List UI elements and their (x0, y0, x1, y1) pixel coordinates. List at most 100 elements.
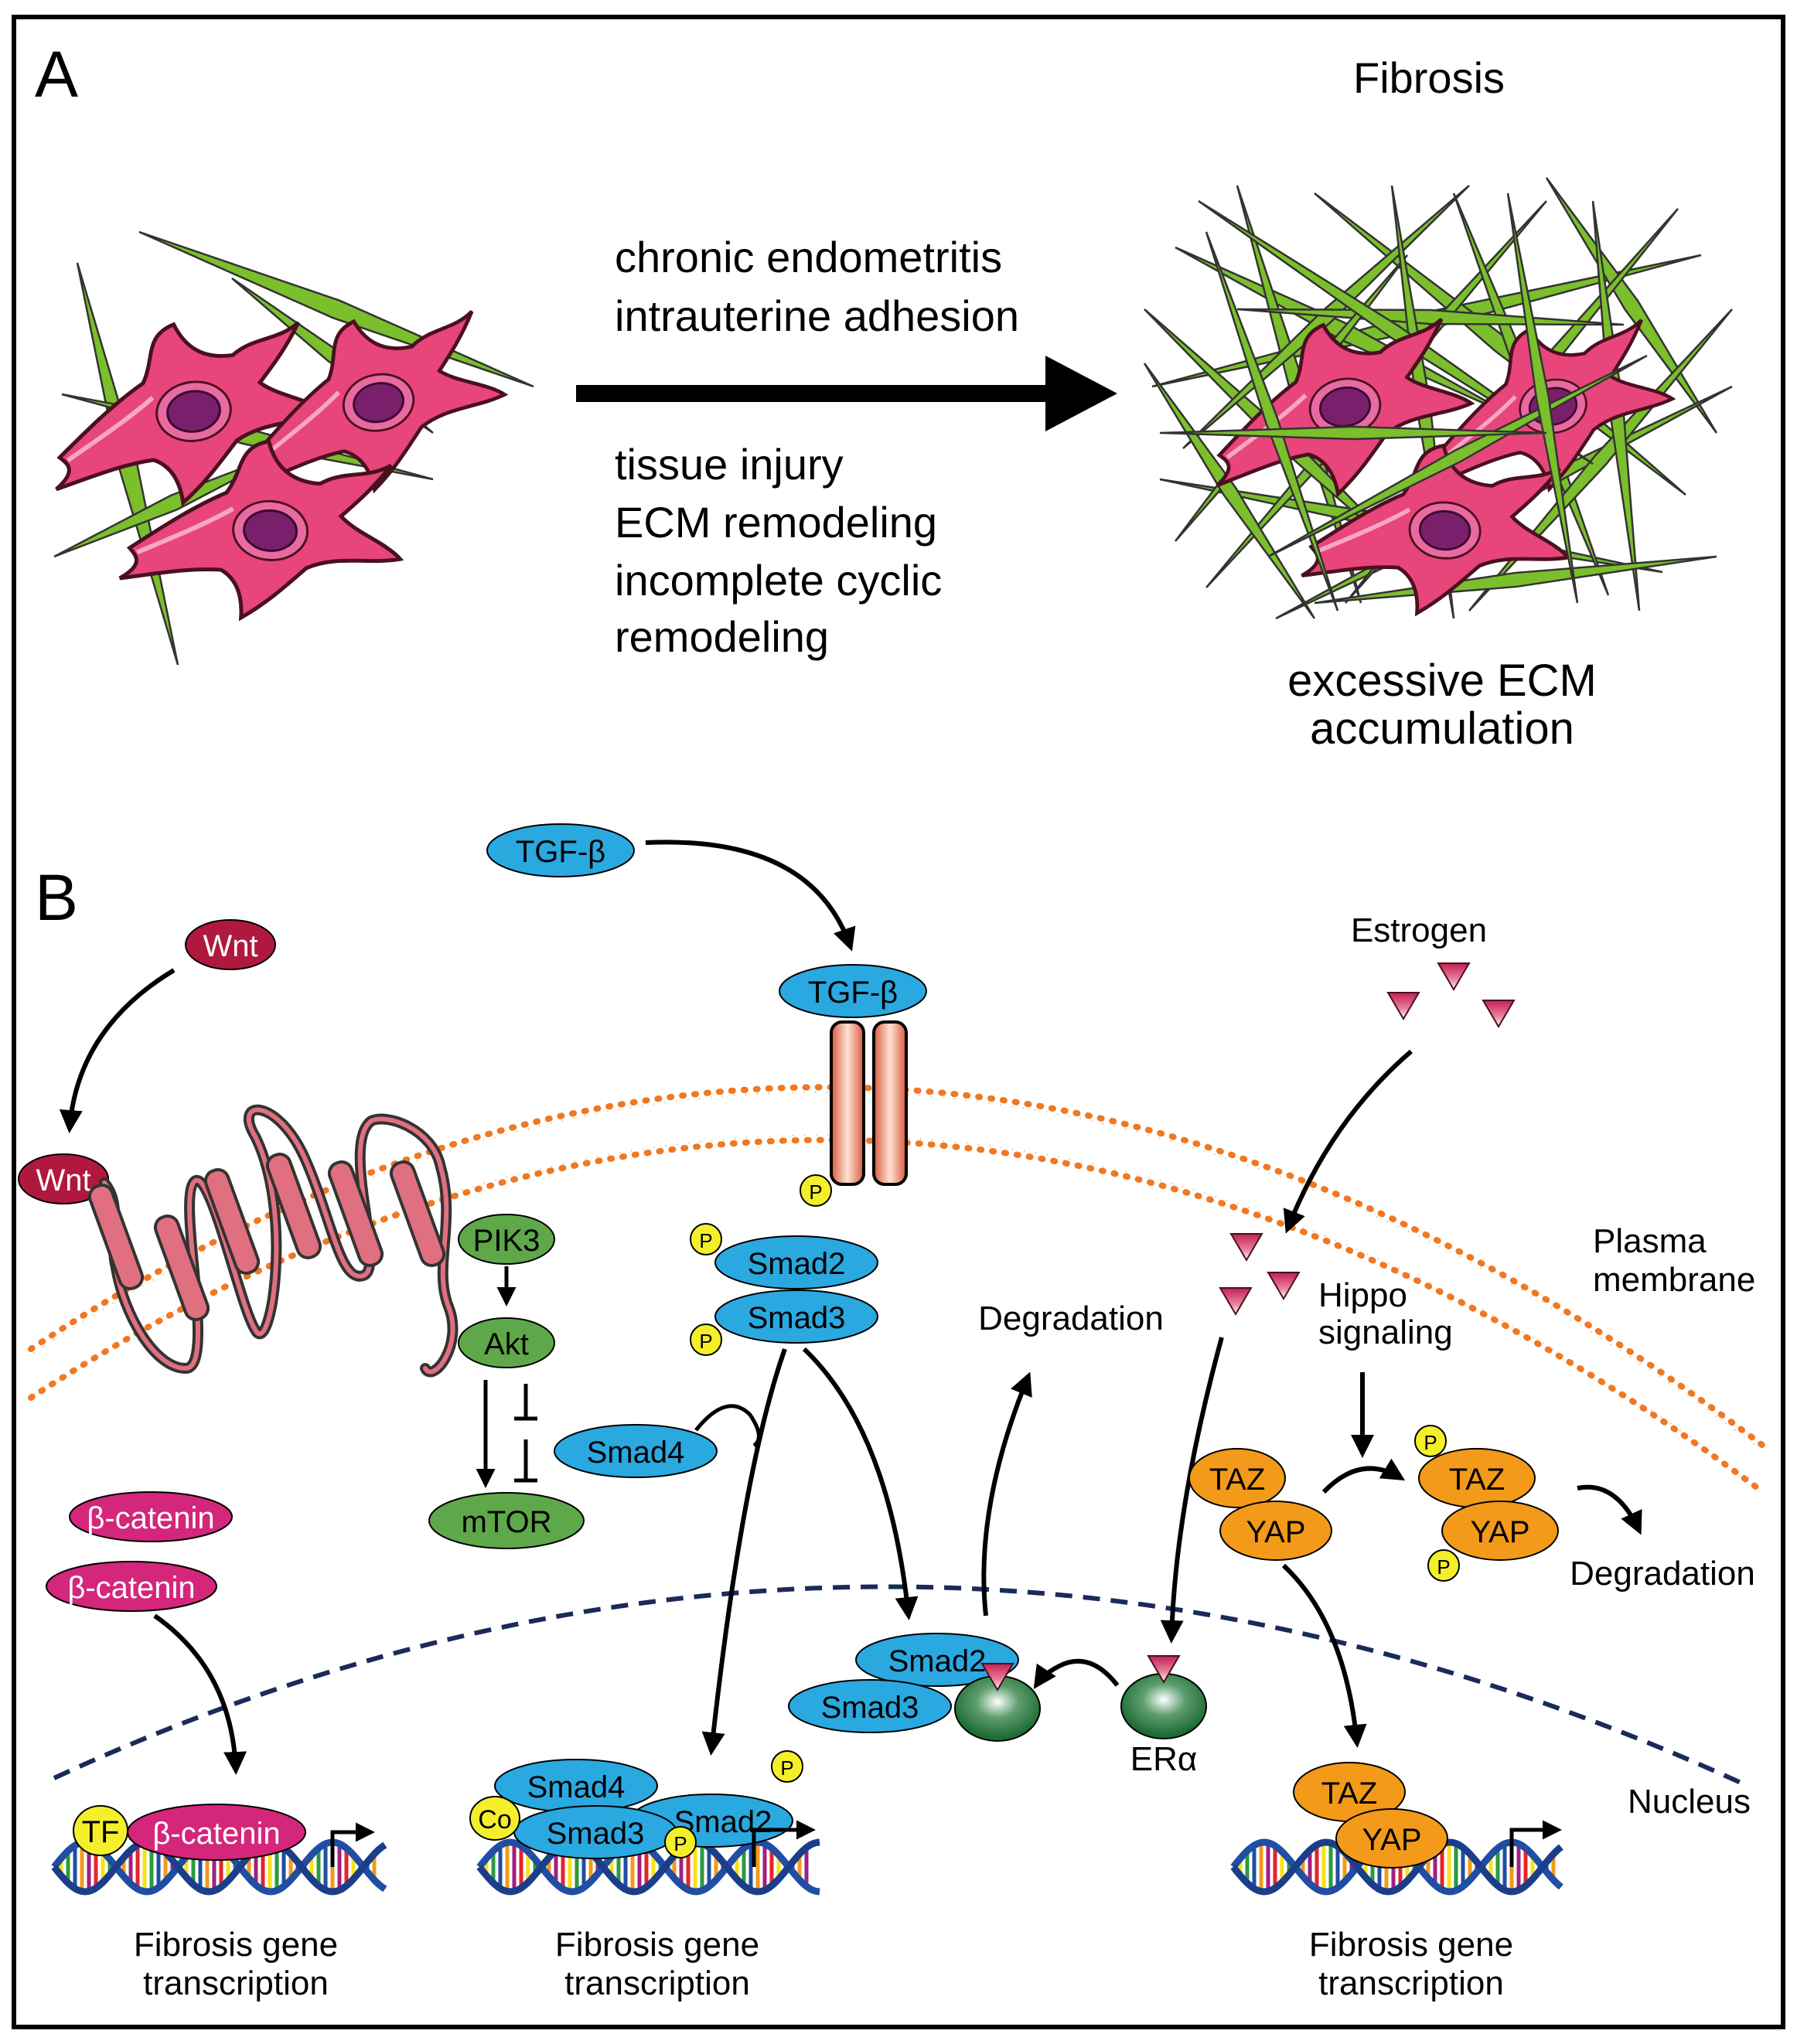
progression-arrow (576, 356, 1117, 431)
beta-catenin-1 (69, 1491, 233, 1542)
degradation-right-label: Degradation (1570, 1555, 1755, 1593)
dna-helix-mid (476, 1838, 820, 1896)
smad-to-dna-arrow (701, 1347, 787, 1756)
yap-dna-node (1335, 1808, 1448, 1869)
yap-translocation-arrow (1281, 1563, 1367, 1748)
transcription-left-2: transcription (143, 1964, 329, 2002)
wnt-ligand-bound (18, 1153, 109, 1204)
tss-arrow-right (1509, 1820, 1562, 1867)
collagen-fiber (1506, 192, 1579, 604)
dna-strand (476, 1838, 820, 1896)
estrogen-cytoplasm-2 (1219, 1287, 1252, 1315)
cell-highlight (66, 396, 155, 462)
tgf-receptor-subunit-1 (830, 1020, 865, 1186)
fibroblast-cell (251, 310, 509, 494)
tgf-ligand (486, 823, 635, 877)
mtor-node (428, 1492, 585, 1549)
hippo-phosphorylation-arrow (1321, 1458, 1406, 1494)
smad2-nuclear-label: Smad2 (888, 1644, 987, 1678)
panel-b-label: B (35, 861, 78, 934)
smad3-dna-label: Smad3 (547, 1817, 645, 1851)
smad4-cytoplasm-label: Smad4 (587, 1436, 685, 1470)
receptor-phospho-label: P (809, 1180, 822, 1204)
smad3-cytoplasm-label: Smad3 (748, 1301, 846, 1335)
smad3-cytoplasm (714, 1289, 878, 1344)
taz-node (1188, 1448, 1286, 1508)
smad2-dna-phospho-label: P (780, 1756, 793, 1780)
plasma-membrane-label-2: membrane (1593, 1261, 1755, 1299)
yap-label: YAP (1246, 1515, 1305, 1549)
frizzled-helix (389, 1160, 446, 1267)
smad2-phospho (690, 1223, 722, 1255)
beta-catenin-dna (127, 1804, 306, 1861)
tgf-receptor-subunit-2 (872, 1020, 908, 1186)
transcription-left-1: Fibrosis gene (134, 1926, 338, 1964)
mtor-label: mTOR (461, 1505, 551, 1539)
smad2-nuclear (855, 1633, 1019, 1687)
yap-phospho-label: P (1437, 1555, 1450, 1579)
er-alpha-label: ERα (1130, 1740, 1198, 1778)
fibroblast-cell (1301, 443, 1572, 617)
beta-catenin-translocation-arrow (153, 1613, 247, 1775)
smad4-cytoplasm (554, 1424, 718, 1478)
tgf-receptor-ligand (779, 964, 927, 1018)
tgf-binding-arrow (645, 840, 856, 952)
taz-dna-label: TAZ (1321, 1777, 1378, 1811)
beta-catenin-dna-label: β-catenin (152, 1817, 280, 1851)
collagen-fiber (1159, 425, 1547, 441)
transcription-mid-2: transcription (564, 1964, 750, 2002)
cell-highlight (1441, 395, 1517, 460)
collagen-fiber (1236, 308, 1625, 326)
arrow-bottom-line-2: ECM remodeling (615, 498, 937, 547)
smad2-cytoplasm-label: Smad2 (748, 1247, 846, 1281)
collagen-fiber (1267, 354, 1648, 558)
hippo-label-1: Hippo (1318, 1276, 1407, 1314)
arrow-bottom-line-3: incomplete cyclic (615, 556, 942, 605)
frizzled-helix (265, 1153, 322, 1259)
estrogen-cytoplasm-3 (1267, 1272, 1300, 1300)
smad2-dna-phospho (771, 1750, 803, 1783)
arrow-top-line-1: chronic endometritis (615, 233, 1002, 281)
estrogen-to-er-arrow (1160, 1337, 1224, 1644)
taz-degradation-arrow (1577, 1484, 1642, 1535)
smad3-phospho-label: P (699, 1330, 712, 1353)
tgf-ligand-label: TGF-β (516, 835, 605, 869)
taz-phospho-label: P (1424, 1431, 1437, 1454)
ecm-fibers-right-overlay (1159, 192, 1648, 611)
panel-a-label: A (35, 38, 78, 111)
smad2-cytoplasm (714, 1235, 878, 1289)
yap-dna-label: YAP (1362, 1823, 1421, 1857)
smad4-dna-label: Smad4 (527, 1770, 626, 1804)
fibroblasts-left (55, 310, 509, 622)
estrogen-cytoplasm-1 (1230, 1233, 1263, 1261)
pik3-node (458, 1214, 555, 1265)
cell-nucleus (1418, 509, 1471, 551)
cell-nucleus (243, 509, 298, 552)
transcription-right-2: transcription (1318, 1964, 1504, 2002)
dna-strand (1230, 1838, 1563, 1896)
frizzled-helix (203, 1168, 261, 1275)
wnt-ligand-free (185, 919, 276, 970)
fibroblast-cell (118, 439, 404, 622)
tss-arrow-left (330, 1822, 375, 1867)
akt-node (458, 1317, 555, 1368)
smad-to-nucleus-arrow (802, 1347, 919, 1620)
estrogen-entry-arrow (1283, 1049, 1413, 1234)
er-to-smad-arrow (1033, 1658, 1120, 1689)
yap-phospho (1427, 1549, 1460, 1582)
beta-catenin-2-label: β-catenin (67, 1571, 195, 1605)
smad3-nuclear (788, 1679, 952, 1733)
receptor-phospho (800, 1174, 832, 1207)
degradation-mid-label: Degradation (978, 1300, 1164, 1337)
estrogen-molecule-2 (1387, 992, 1420, 1020)
frizzled-receptor (99, 1104, 459, 1378)
estrogen-molecule-1 (1437, 962, 1470, 990)
smad2-phospho-label: P (699, 1229, 712, 1252)
tgf-receptor-ligand-label: TGF-β (808, 976, 898, 1010)
beta-catenin-1-label: β-catenin (87, 1501, 214, 1535)
yap-p-label: YAP (1470, 1515, 1529, 1549)
smad-degradation-arrow (981, 1371, 1032, 1616)
cell-nucleus (166, 390, 221, 433)
co-factor-label: Co (478, 1805, 511, 1834)
